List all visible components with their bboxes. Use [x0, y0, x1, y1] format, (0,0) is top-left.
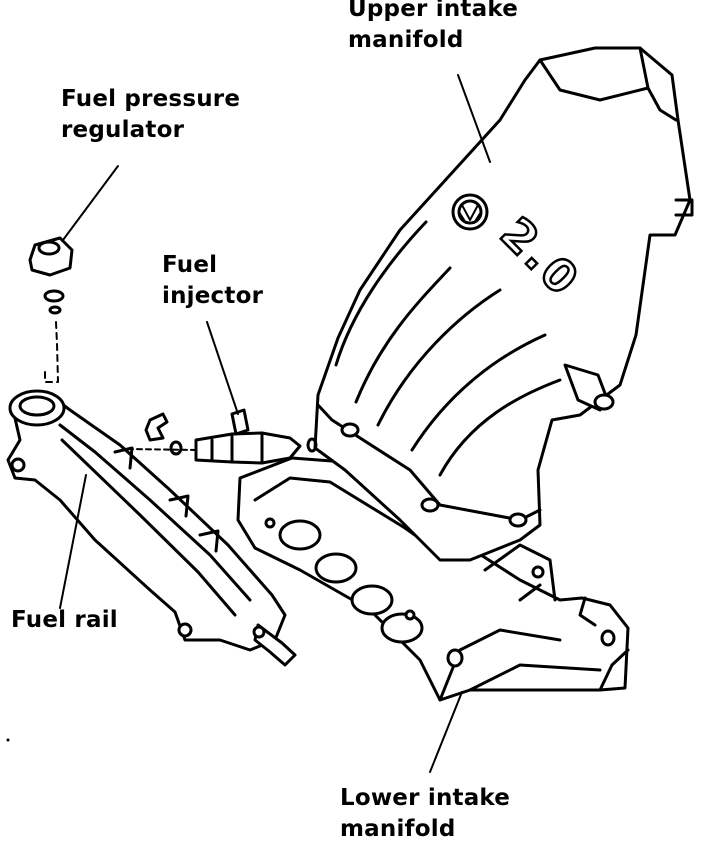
- leader-fuel-pressure-regulator: [62, 165, 119, 241]
- label-upper-intake-manifold-line2: manifold: [348, 27, 464, 53]
- leader-lines: [59, 74, 491, 773]
- fuel-rail-part: [6, 389, 297, 667]
- upper-intake-manifold-part: [313, 46, 694, 562]
- stray-dot: [6, 738, 10, 742]
- fuel-pressure-regulator-part: [28, 236, 74, 383]
- label-upper-intake-manifold: Upper intake manifold: [348, 0, 518, 56]
- label-fuel-pressure-regulator-line2: regulator: [61, 117, 185, 143]
- lower-intake-manifold-part: [236, 456, 630, 702]
- leader-upper-intake-manifold: [457, 74, 491, 163]
- label-fuel-injector: Fuel injector: [162, 250, 263, 312]
- label-upper-intake-manifold-line1: Upper intake: [348, 0, 519, 22]
- label-fuel-injector-line2: injector: [162, 283, 264, 309]
- leader-fuel-rail: [59, 474, 87, 609]
- label-fuel-pressure-regulator-line1: Fuel pressure: [61, 86, 241, 112]
- fuel-injector-part: [127, 408, 318, 465]
- label-fuel-injector-line1: Fuel: [162, 252, 218, 278]
- label-lower-intake-manifold-line2: manifold: [340, 816, 456, 842]
- label-lower-intake-manifold-line1: Lower intake: [340, 785, 511, 811]
- leader-lower-intake-manifold: [429, 691, 463, 773]
- label-lower-intake-manifold: Lower intake manifold: [340, 783, 510, 845]
- label-fuel-pressure-regulator: Fuel pressure regulator: [61, 84, 240, 146]
- label-fuel-rail-line1: Fuel rail: [11, 607, 118, 633]
- label-fuel-rail: Fuel rail: [11, 605, 118, 636]
- leader-fuel-injector: [206, 321, 239, 415]
